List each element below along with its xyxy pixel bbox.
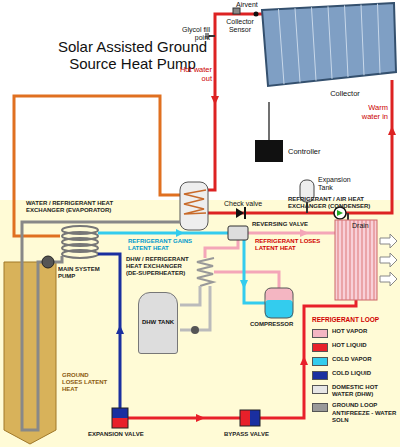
compressor (265, 288, 293, 318)
flow-arrow (176, 229, 184, 237)
ground-loop (22, 222, 180, 430)
flow-arrow (211, 96, 219, 105)
legend: HOT VAPOR HOT LIQUID COLD VAPOR COLD LIQUID… (312, 328, 398, 428)
expansion-valve (112, 408, 128, 428)
legend-heading: REFRIGERANT LOOP (312, 316, 379, 323)
ground-loop (54, 256, 62, 262)
component-label: WATER / REFRIGERANT HEAT EXCHANGER (EVAP… (26, 200, 148, 214)
node-text: Collector (292, 89, 398, 98)
dhw-pipes (180, 286, 210, 330)
airvent (233, 8, 240, 14)
process-note: REFRIGERANT LOSES LATENT HEAT (255, 238, 331, 252)
air-arrows (380, 234, 397, 286)
part-label: Airvent (236, 1, 258, 9)
legend-row: COLD LIQUID (312, 370, 398, 380)
dhw-tank: DHW TANK (138, 292, 178, 354)
part-label: Glycol fill point (166, 26, 210, 42)
component-label: MAIN SYSTEM PUMP (58, 266, 114, 280)
flow-arrow (388, 126, 396, 135)
legend-row: COLD VAPOR (312, 356, 398, 366)
legend-text: GROUND LOOP ANTIFREEZE - WATER SOLN (332, 402, 398, 424)
part-label: Expansion Tank (318, 176, 360, 192)
sensor-label: Collector Sensor (220, 18, 260, 34)
process-note: REFRIGERANT GAINS LATENT HEAT (128, 238, 202, 252)
cold-liquid-pipe (98, 254, 120, 408)
cold-vapor-pipe (98, 232, 228, 235)
evaporator-coil (62, 226, 98, 258)
reversing-valve (228, 226, 248, 240)
exchanger-coil (184, 190, 206, 214)
flow-arrow (300, 356, 308, 365)
condenser-fins (337, 220, 375, 300)
bypass-valve (240, 410, 260, 426)
part-label: Check valve (224, 200, 262, 208)
collector-sensor (254, 12, 259, 17)
flow-arrow (300, 229, 309, 237)
warm-pipe (208, 80, 392, 213)
controller-box: Controller (255, 140, 283, 162)
legend-text: HOT LIQUID (332, 342, 367, 349)
component-label: BYPASS VALVE (224, 431, 269, 438)
hot-vapor-pipe (248, 232, 335, 235)
sensor-wire (268, 102, 269, 140)
collector-panel (252, 2, 398, 88)
hot-vapor-pipe (205, 240, 238, 258)
process-note: GROUND LOSES LATENT HEAT (62, 372, 110, 393)
hot-pipe (208, 14, 262, 190)
legend-swatch (312, 357, 328, 366)
component-label: COMPRESSOR (250, 321, 293, 328)
ground-supply-pipe (14, 96, 180, 236)
solar-pump (337, 210, 343, 216)
desuperheater-coil (197, 258, 214, 286)
part-label: Drain (352, 222, 369, 230)
dhw-pump (191, 326, 199, 334)
legend-swatch (312, 371, 328, 380)
legend-swatch (312, 385, 328, 394)
legend-row: HOT VAPOR (312, 328, 398, 338)
legend-row: DOMESTIC HOT WATER (DHW) (312, 384, 398, 398)
component-label: DHW / REFRIGERANT HEAT EXCHANGER (DE-SUP… (126, 256, 194, 277)
flow-label: Hot water out (170, 66, 212, 83)
refrigerant-pipes (98, 233, 356, 418)
legend-row: HOT LIQUID (312, 342, 398, 352)
legend-text: COLD LIQUID (332, 370, 371, 377)
borehole (4, 262, 56, 444)
solar-heat-exchanger (180, 182, 208, 230)
legend-swatch (312, 343, 328, 352)
node-text: DHW TANK (140, 317, 176, 328)
hot-vapor-pipe (214, 272, 279, 288)
legend-swatch (312, 403, 328, 412)
component-label: EXPANSION VALVE (88, 431, 144, 438)
top-ground (0, 0, 400, 200)
component-label: REVERSING VALVE (252, 221, 308, 228)
flow-arrow (116, 325, 124, 334)
condenser (335, 220, 377, 300)
node-text: Controller (288, 147, 321, 156)
main-pump (42, 256, 54, 268)
legend-row: GROUND LOOP ANTIFREEZE - WATER SOLN (312, 402, 398, 424)
legend-swatch (312, 329, 328, 338)
flow-arrow (240, 280, 248, 289)
legend-text: HOT VAPOR (332, 328, 367, 335)
legend-text: COLD VAPOR (332, 356, 372, 363)
flow-arrow (196, 414, 205, 422)
component-label: REFRIGERANT / AIR HEAT EXCHANGER (CONDEN… (288, 196, 398, 210)
solar-collector: Collector (252, 2, 398, 102)
legend-text: DOMESTIC HOT WATER (DHW) (332, 384, 398, 398)
flow-label: Warm water in (348, 104, 388, 121)
check-valve (236, 207, 245, 219)
